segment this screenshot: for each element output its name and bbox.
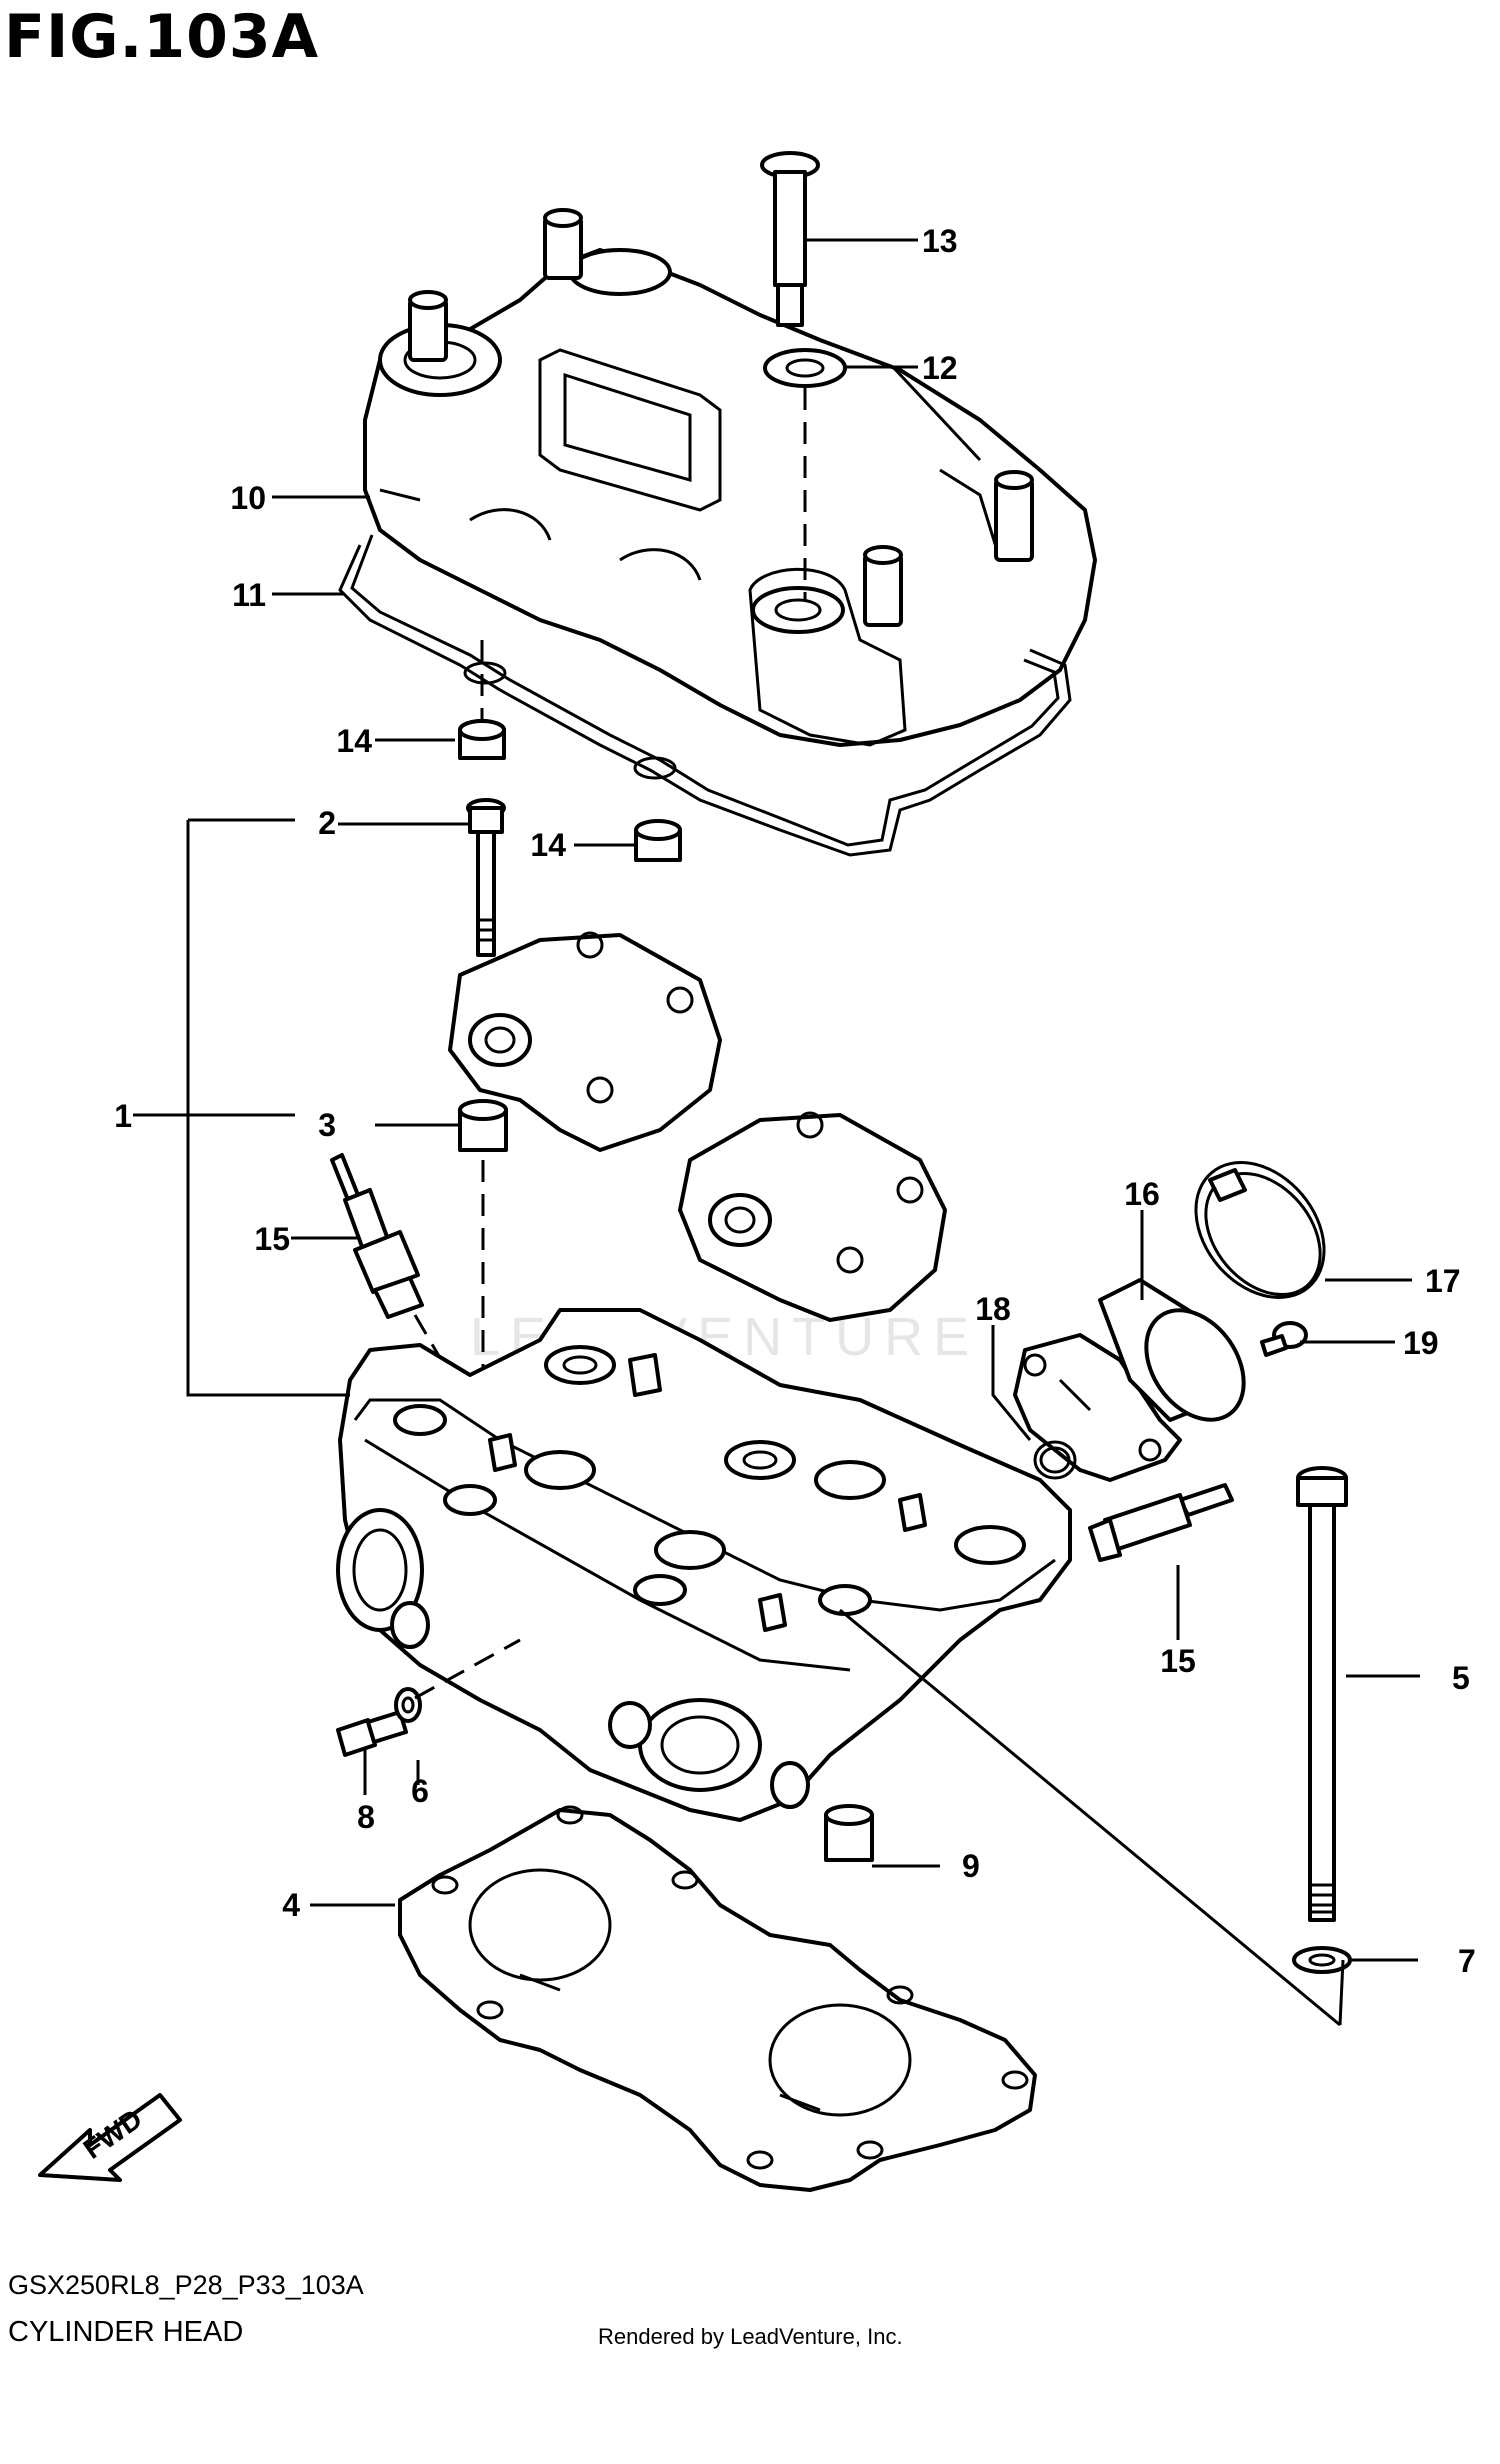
camshaft-housing-right[interactable] xyxy=(678,1111,947,1322)
intake-o-ring[interactable] xyxy=(1033,1440,1077,1480)
intake-pipe-clamp[interactable] xyxy=(1170,1137,1351,1323)
dowel-pin-14a[interactable] xyxy=(458,719,506,760)
callout-8: 8 xyxy=(357,1799,375,1835)
camshaft-housing-left[interactable] xyxy=(448,931,722,1152)
intake-screw[interactable] xyxy=(1260,1321,1308,1357)
callout-7: 7 xyxy=(1458,1943,1476,1979)
head-cover-gasket[interactable] xyxy=(338,534,1072,857)
figure-title: FIG.103A xyxy=(4,2,320,72)
diagram-caption: CYLINDER HEAD xyxy=(8,2316,244,2348)
callout-16: 16 xyxy=(1124,1176,1160,1212)
dowel-pin-3[interactable] xyxy=(458,1099,508,1152)
callout-6: 6 xyxy=(411,1773,429,1809)
head-bolt-small[interactable] xyxy=(336,1710,408,1757)
callout-13: 13 xyxy=(922,223,958,259)
stud-washer[interactable] xyxy=(1292,1946,1352,1974)
callout-15b: 15 xyxy=(1160,1643,1196,1679)
forward-direction-arrow: FWD xyxy=(38,2093,182,2182)
intake-pipe[interactable] xyxy=(1013,1278,1264,1482)
cap-bolt[interactable] xyxy=(760,151,820,327)
callout-2: 2 xyxy=(318,805,336,841)
diagram-code: GSX250RL8_P28_P33_103A xyxy=(8,2270,364,2300)
callout-19: 19 xyxy=(1403,1325,1439,1361)
small-washer[interactable] xyxy=(394,1687,422,1723)
cylinder-head-cover[interactable] xyxy=(363,208,1097,747)
stud-bolt[interactable] xyxy=(1296,1466,1348,1922)
callout-10: 10 xyxy=(230,480,266,516)
callout-1: 1 xyxy=(114,1098,132,1134)
callout-11: 11 xyxy=(232,577,266,613)
cylinder-head[interactable] xyxy=(336,1308,1072,1822)
seal-washer[interactable] xyxy=(763,348,847,388)
spark-plug-left[interactable] xyxy=(330,1153,424,1319)
callout-14b: 14 xyxy=(530,827,566,863)
callout-15a: 15 xyxy=(254,1221,290,1257)
callout-18: 18 xyxy=(975,1291,1011,1327)
dowel-pin-14b[interactable] xyxy=(634,819,682,862)
dowel-pin-9[interactable] xyxy=(824,1804,874,1862)
callout-17: 17 xyxy=(1425,1263,1461,1299)
callout-4: 4 xyxy=(282,1887,300,1923)
callout-12: 12 xyxy=(922,350,958,386)
callout-5: 5 xyxy=(1452,1660,1470,1696)
leader-lines xyxy=(133,238,1420,2027)
cylinder-head-gasket[interactable] xyxy=(398,1805,1037,2192)
rendered-by-credit: Rendered by LeadVenture, Inc. xyxy=(598,2324,903,2349)
callout-14a: 14 xyxy=(336,723,372,759)
callout-9: 9 xyxy=(962,1848,980,1884)
camshaft-housing-bolt[interactable] xyxy=(466,798,506,957)
spark-plug-right[interactable] xyxy=(1088,1483,1234,1562)
callout-3: 3 xyxy=(318,1107,336,1143)
